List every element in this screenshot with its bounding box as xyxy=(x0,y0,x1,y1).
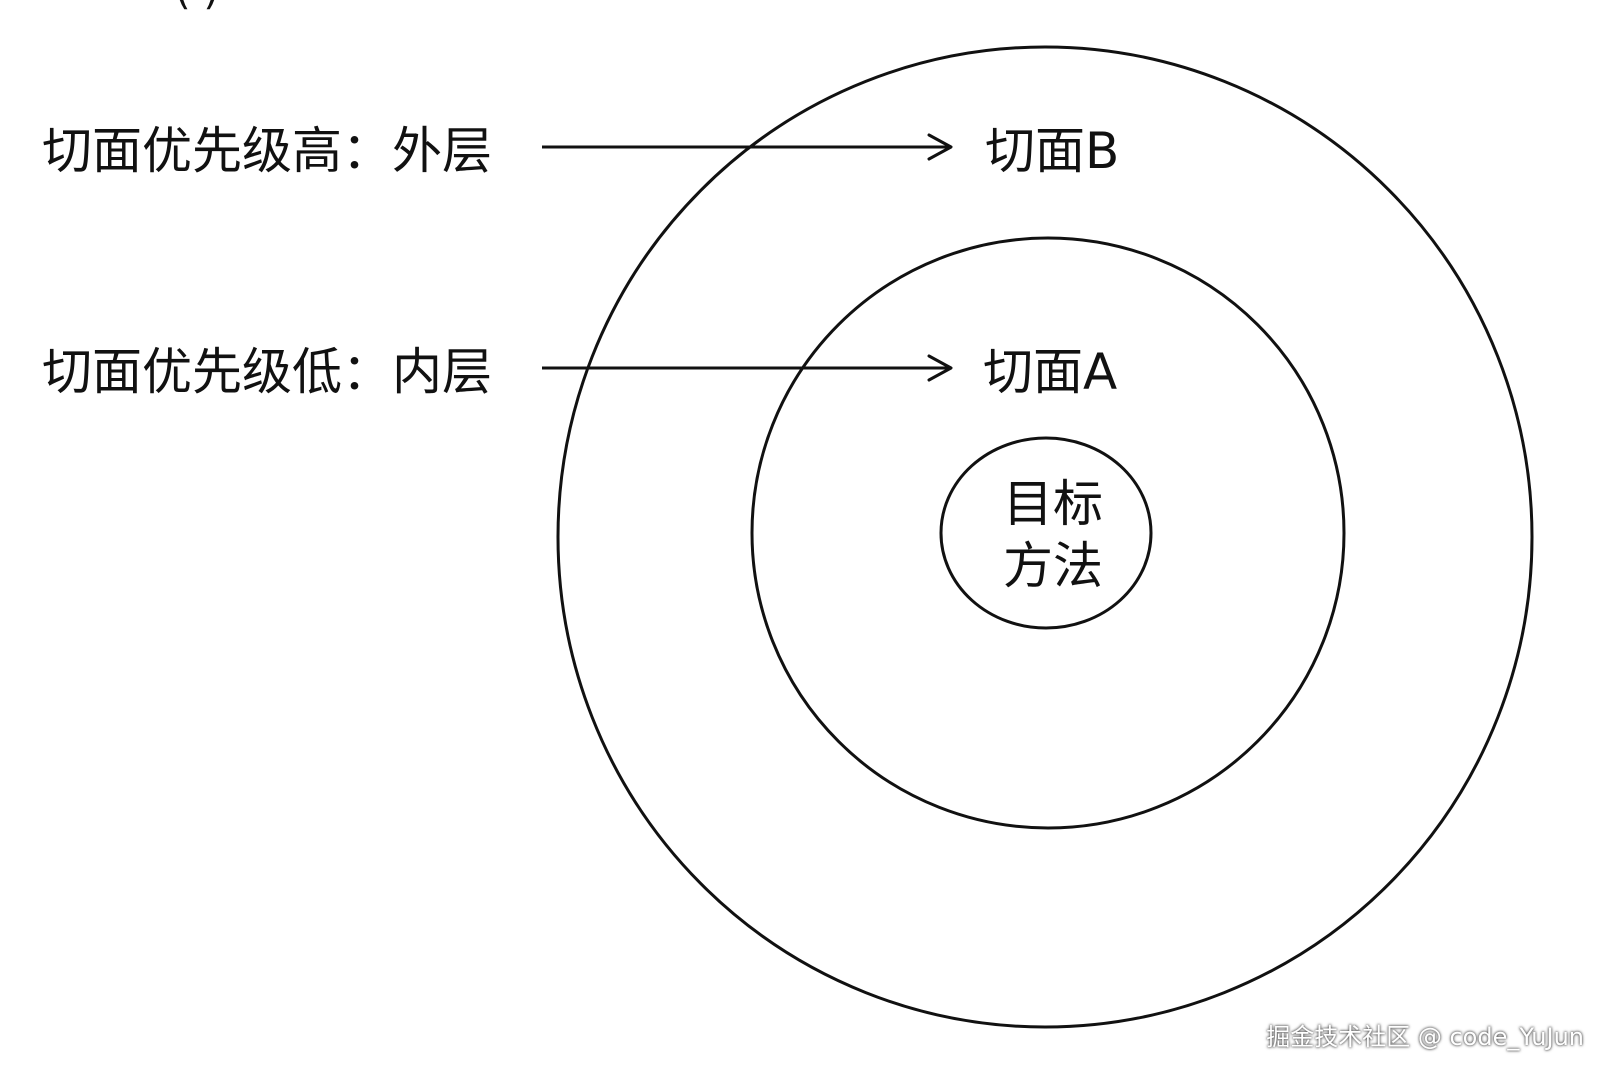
target-method-circle xyxy=(939,436,1153,630)
aspect-b-label: 切面B xyxy=(985,122,1119,180)
outer-layer-circle xyxy=(556,45,1534,1029)
cropped-top-text: ( ) xyxy=(175,0,219,14)
target-label-line1: 目标 xyxy=(1003,475,1103,533)
low-priority-label: 切面优先级低：内层 xyxy=(42,343,492,401)
high-priority-label: 切面优先级高：外层 xyxy=(42,122,492,180)
arrow-head-a xyxy=(927,354,953,382)
target-label-line2: 方法 xyxy=(1003,537,1103,595)
arrow-head-b xyxy=(927,133,953,161)
watermark: 掘金技术社区 @ code_YuJun xyxy=(1266,1023,1584,1051)
aspect-a-label: 切面A xyxy=(983,343,1117,401)
inner-layer-circle xyxy=(750,236,1346,830)
